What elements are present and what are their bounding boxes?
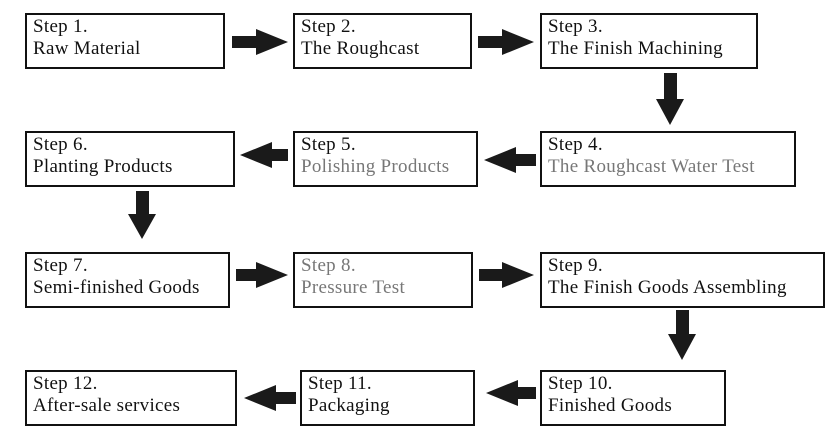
step-box-12: Step 12. After-sale services xyxy=(25,370,237,426)
arrow-step5-to-step6 xyxy=(240,142,288,168)
step-title: Step 7. xyxy=(33,255,88,276)
step-label: Raw Material xyxy=(33,38,141,59)
step-title: Step 1. xyxy=(33,16,88,37)
step-box-10: Step 10. Finished Goods xyxy=(540,370,726,426)
arrow-step9-to-step10 xyxy=(668,310,696,360)
step-title: Step 12. xyxy=(33,373,98,394)
arrow-step6-to-step7 xyxy=(128,191,156,239)
step-title: Step 11. xyxy=(308,373,372,394)
step-box-2: Step 2. The Roughcast xyxy=(293,13,472,69)
step-label: The Roughcast Water Test xyxy=(548,156,755,177)
step-box-1: Step 1. Raw Material xyxy=(25,13,225,69)
arrow-step4-to-step5 xyxy=(484,147,536,173)
step-box-7: Step 7. Semi-finished Goods xyxy=(25,252,230,308)
arrow-step3-to-step4 xyxy=(656,73,684,125)
step-box-6: Step 6. Planting Products xyxy=(25,131,235,187)
arrow-step7-to-step8 xyxy=(236,262,288,288)
step-label: Planting Products xyxy=(33,156,173,177)
step-title: Step 3. xyxy=(548,16,603,37)
step-label: Pressure Test xyxy=(301,277,406,298)
step-label: Polishing Products xyxy=(301,156,450,177)
step-label: After-sale services xyxy=(33,395,181,416)
step-title: Step 9. xyxy=(548,255,603,276)
arrow-step1-to-step2 xyxy=(232,29,288,55)
step-title: Step 8. xyxy=(301,255,356,276)
step-box-5: Step 5. Polishing Products xyxy=(293,131,478,187)
arrow-step8-to-step9 xyxy=(479,262,534,288)
step-box-11: Step 11. Packaging xyxy=(300,370,475,426)
step-box-3: Step 3. The Finish Machining xyxy=(540,13,758,69)
step-title: Step 2. xyxy=(301,16,356,37)
step-label: The Roughcast xyxy=(301,38,420,59)
step-label: Semi-finished Goods xyxy=(33,277,200,298)
step-box-8: Step 8. Pressure Test xyxy=(293,252,473,308)
step-label: The Finish Machining xyxy=(548,38,723,59)
step-label: Finished Goods xyxy=(548,395,673,416)
step-title: Step 6. xyxy=(33,134,88,155)
step-label: The Finish Goods Assembling xyxy=(548,277,787,298)
step-label: Packaging xyxy=(308,395,390,416)
step-box-9: Step 9. The Finish Goods Assembling xyxy=(540,252,825,308)
step-title: Step 10. xyxy=(548,373,613,394)
step-box-4: Step 4. The Roughcast Water Test xyxy=(540,131,796,187)
arrow-step10-to-step11 xyxy=(486,380,536,406)
step-title: Step 4. xyxy=(548,134,603,155)
step-title: Step 5. xyxy=(301,134,356,155)
arrow-step2-to-step3 xyxy=(478,29,534,55)
arrow-step11-to-step12 xyxy=(244,385,296,411)
